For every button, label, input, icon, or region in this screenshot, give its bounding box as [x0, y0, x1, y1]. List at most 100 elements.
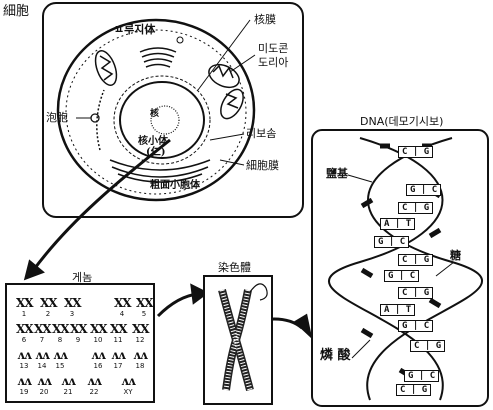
dna-label: DNA(데모기시보) — [360, 116, 443, 128]
chromosome-number: 8 — [52, 336, 68, 344]
base-pair: C | G — [410, 340, 445, 352]
base-pair: G | C — [398, 320, 433, 332]
chromosome-pair-glyph: XX — [64, 296, 80, 310]
chromosome-pair-glyph: XX — [34, 322, 50, 336]
sugar-label: 糖 — [450, 250, 461, 262]
chromosome-pair-glyph: XX — [110, 322, 126, 336]
base-right: C — [424, 321, 429, 331]
base-right: C — [430, 371, 435, 381]
base-pair: C | G — [398, 254, 433, 266]
chromosome-pair-glyph: XX — [136, 296, 152, 310]
chromosome-number: 16 — [90, 362, 106, 370]
nucleolus-label-line1: 核小体 — [138, 136, 168, 147]
chromosome-pair-glyph: ʌʌ — [86, 374, 102, 388]
chromosome-number: 9 — [70, 336, 86, 344]
ribosome-label: 리보솜 — [246, 128, 276, 140]
chromosome-pair-glyph: ʌʌ — [36, 374, 52, 388]
chromosome-number: 15 — [52, 362, 68, 370]
base-right: G — [424, 203, 429, 213]
genome-label: 게놈 — [72, 272, 92, 284]
chromosome-pair-glyph: XX — [40, 296, 56, 310]
base-bond: | — [407, 321, 423, 331]
base-bond: | — [413, 371, 429, 381]
chromosome-number: XY — [120, 388, 136, 396]
chromosome-number: 4 — [114, 310, 130, 318]
karyotype-chromosome-20: ʌʌ20 — [36, 374, 52, 396]
chromosome-pair-glyph: ʌʌ — [16, 374, 32, 388]
base-right: G — [424, 288, 429, 298]
cell-membrane-label: 細胞膜 — [246, 160, 279, 172]
base-bond: | — [389, 219, 405, 229]
rough-er-label: 粗面小胞体 — [150, 180, 200, 192]
base-bond: | — [407, 288, 423, 298]
chromosome-number: 7 — [34, 336, 50, 344]
chromosome-number: 6 — [16, 336, 32, 344]
base-right: G — [436, 341, 441, 351]
base-pair: G | C — [374, 236, 409, 248]
base-right: G — [424, 147, 429, 157]
karyotype-chromosome-4: XX4 — [114, 296, 130, 318]
nucleolus-label: 核小体 (仁) — [138, 136, 168, 158]
chromosome-pair-glyph: XX — [16, 296, 32, 310]
base-right: T — [406, 219, 411, 229]
base-pair: A | T — [380, 304, 415, 316]
chromosome-label: 染色體 — [218, 262, 251, 274]
chromosome-number: 22 — [86, 388, 102, 396]
chromosome-number: 10 — [90, 336, 106, 344]
chromosome-pair-glyph: XX — [132, 322, 148, 336]
base-pair: G | C — [384, 270, 419, 282]
chromosome-number: 20 — [36, 388, 52, 396]
karyotype-chromosome-10: XX10 — [90, 322, 106, 344]
golgi-label: ㅍ루지体 — [114, 24, 155, 36]
chromosome-pair-glyph: XX — [90, 322, 106, 336]
base-pair: G | C — [406, 184, 441, 196]
base-bond: | — [393, 271, 409, 281]
nuclear-membrane-label: 核膜 — [254, 14, 276, 26]
base-bond: | — [389, 305, 405, 315]
chromosome-number: 11 — [110, 336, 126, 344]
nucleolus-label-line2: (仁) — [138, 147, 165, 158]
chromosome-pair-glyph: ʌʌ — [120, 374, 136, 388]
karyotype-chromosome-17: ʌʌ17 — [110, 348, 126, 370]
base-pair: C | G — [398, 287, 433, 299]
chromosome-pair-glyph: ʌʌ — [34, 348, 50, 362]
chromosome-number: 13 — [16, 362, 32, 370]
chromosome-pair-glyph: XX — [16, 322, 32, 336]
chromosome-number: 5 — [136, 310, 152, 318]
karyotype-chromosome-5: XX5 — [136, 296, 152, 318]
chromosome-pair-glyph: ʌʌ — [132, 348, 148, 362]
chromosome-pair-glyph: ʌʌ — [90, 348, 106, 362]
karyotype-chromosome-9: XX9 — [70, 322, 86, 344]
base-right: T — [406, 305, 411, 315]
chromosome-number: 21 — [60, 388, 76, 396]
karyotype-chromosome-22: ʌʌ22 — [86, 374, 102, 396]
chromosome-pair-glyph: XX — [70, 322, 86, 336]
chromosome-number: 18 — [132, 362, 148, 370]
chromosome-number: 14 — [34, 362, 50, 370]
base-right: C — [400, 237, 405, 247]
chromosome-number: 19 — [16, 388, 32, 396]
karyotype-chromosome-2: XX2 — [40, 296, 56, 318]
nucleus-inner-label: 核 — [150, 108, 159, 120]
mitochondria-label-line2: 도리아 — [258, 56, 288, 69]
base-right: G — [422, 385, 427, 395]
karyotype-chromosome-8: XX8 — [52, 322, 68, 344]
base-bond: | — [407, 203, 423, 213]
base-pair: G | C — [404, 370, 439, 382]
base-pair: C | G — [398, 146, 433, 158]
base-bond: | — [419, 341, 435, 351]
chromosome-pair-glyph: XX — [114, 296, 130, 310]
base-bond: | — [407, 255, 423, 265]
chromosome-pair-glyph: XX — [52, 322, 68, 336]
chromosome-pair-glyph: ʌʌ — [60, 374, 76, 388]
